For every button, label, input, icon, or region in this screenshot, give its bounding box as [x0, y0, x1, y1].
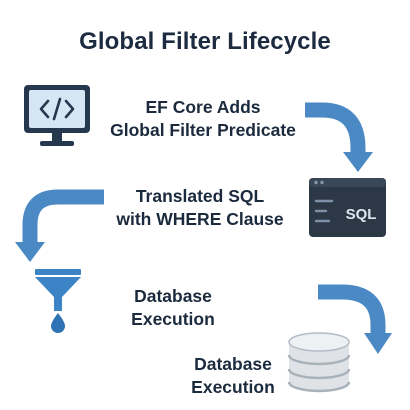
step-label-4: Database Execution [178, 353, 288, 399]
flow-arrow-2 [15, 189, 104, 262]
step-4-line-2: Execution [191, 377, 275, 397]
step-label-2: Translated SQL with WHERE Clause [100, 185, 300, 231]
code-monitor-icon [24, 85, 90, 146]
step-label-3: Database Execution [118, 285, 228, 331]
database-cylinder-icon [287, 332, 351, 393]
step-3-line-2: Execution [131, 309, 215, 329]
step-1-line-2: Global Filter Predicate [110, 120, 296, 140]
step-label-1: EF Core Adds Global Filter Predicate [98, 96, 308, 142]
sql-console-icon: SQL [309, 178, 386, 237]
filter-funnel-icon [35, 269, 81, 333]
step-1-line-1: EF Core Adds [145, 97, 261, 117]
diagram-title: Global Filter Lifecycle [79, 28, 331, 55]
flow-arrow-1 [305, 102, 373, 172]
step-2-line-1: Translated SQL [135, 186, 265, 206]
step-2-line-2: with WHERE Clause [116, 209, 284, 229]
flow-arrow-3 [318, 284, 392, 354]
sql-badge: SQL [346, 206, 377, 223]
step-3-line-1: Database [134, 286, 212, 306]
step-4-line-1: Database [194, 354, 272, 374]
